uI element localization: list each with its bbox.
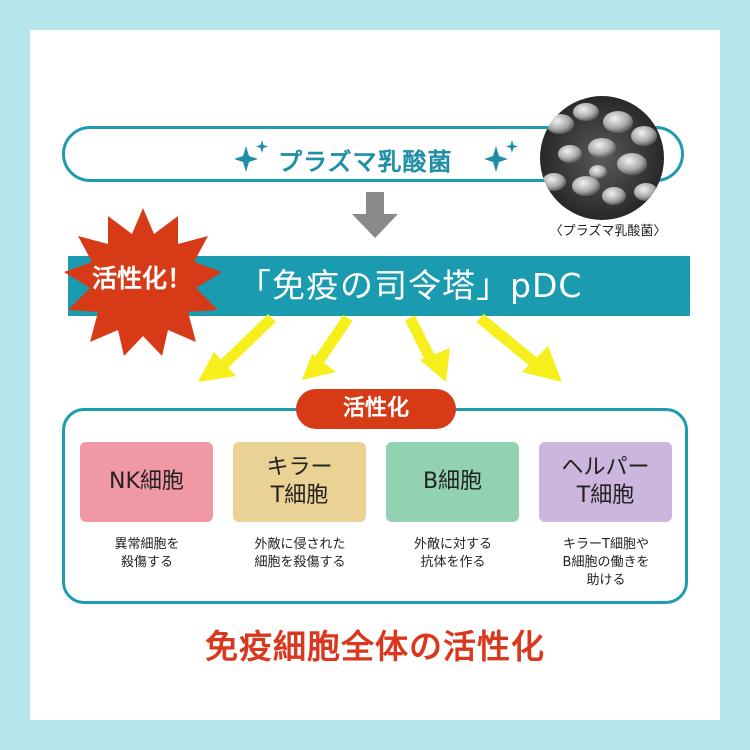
arrow-to-nk-icon xyxy=(198,314,276,382)
cell-b-desc: 外敵に対する 抗体を作る xyxy=(413,537,492,570)
cell-b: B細胞 xyxy=(386,442,519,522)
cell-nk-desc: 異常細胞を 殺傷する xyxy=(114,537,180,570)
activation-badge-label: 活性化！ xyxy=(91,264,192,293)
photo-caption: 〈プラズマ乳酸菌〉 xyxy=(549,224,667,239)
arrow-to-b-icon xyxy=(405,315,450,382)
bottom-title: 免疫細胞全体の活性化 xyxy=(205,627,545,666)
bacteria-photo xyxy=(540,96,664,220)
cell-nk: NK細胞 xyxy=(80,442,213,522)
arrow-to-killer-icon xyxy=(302,314,353,380)
down-arrow-icon xyxy=(352,192,398,238)
plasma-lactic-label: プラズマ乳酸菌 xyxy=(278,148,453,176)
sparkle-left-icon xyxy=(234,140,268,172)
cell-killer-t: キラー T細胞 xyxy=(233,442,366,522)
activation-pill: 活性化 xyxy=(296,389,456,429)
cell-helper-t-desc: キラーT細胞や B細胞の働きを 助ける xyxy=(562,537,650,588)
activation-burst-icon xyxy=(64,208,222,356)
cell-killer-t-desc: 外敵に侵された 細胞を殺傷する xyxy=(254,537,346,570)
cell-helper-t: ヘルパー T細胞 xyxy=(539,442,672,522)
arrow-to-helper-icon xyxy=(476,313,562,382)
sparkle-right-icon xyxy=(484,140,518,172)
pdc-label: 「免疫の司令塔」pDC xyxy=(238,266,583,305)
